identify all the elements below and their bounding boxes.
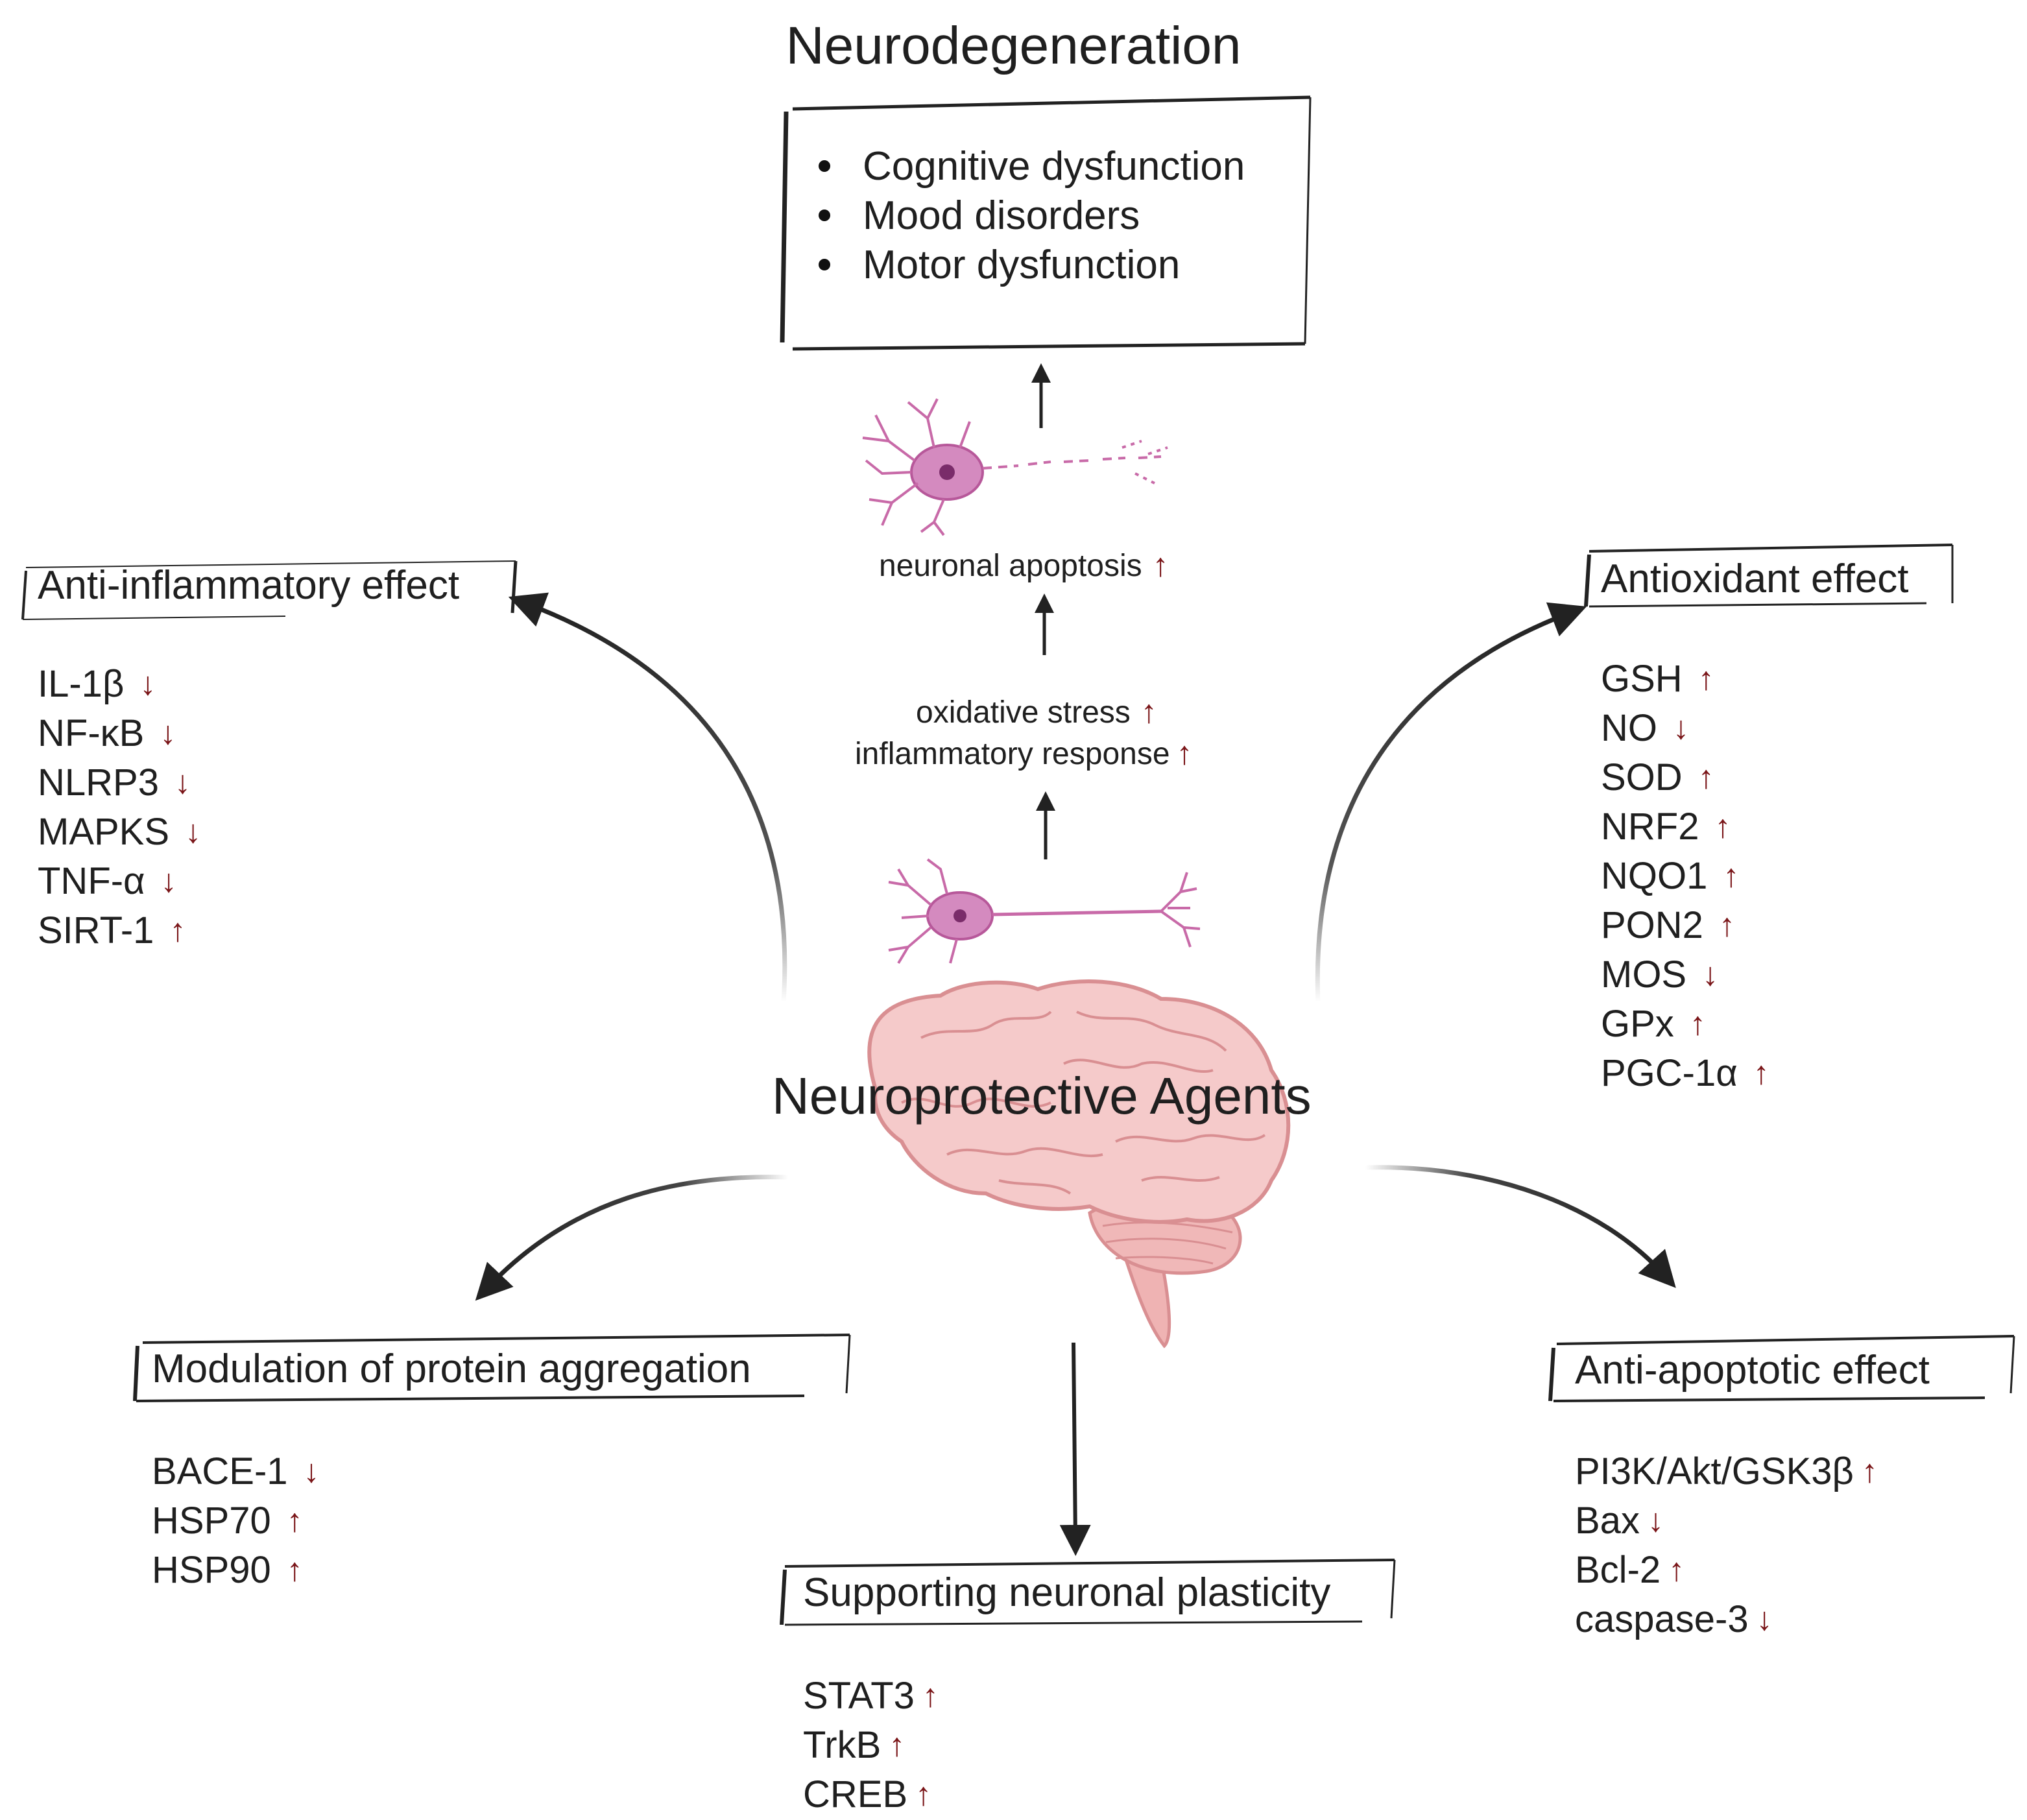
- list-item: GSH↑: [1601, 657, 1714, 700]
- up-arrow-icon: ↑: [1140, 693, 1157, 730]
- center-label: Neuroprotective Agents: [772, 1067, 1312, 1125]
- anti-apoptotic-title: Anti-apoptotic effect: [1575, 1348, 1930, 1393]
- down-arrow-icon: ↓: [185, 813, 202, 850]
- apoptosis-label: neuronal apoptosis↑: [879, 547, 1169, 583]
- up-arrow-icon: ↑: [1668, 1551, 1685, 1588]
- list-item: PON2↑: [1601, 904, 1735, 946]
- list-item: HSP70↑: [152, 1499, 303, 1542]
- healthy-neuron-illustration: [888, 858, 1201, 964]
- damaged-neuron-illustration: [862, 398, 1168, 536]
- plasticity-title-box: [780, 1559, 1396, 1626]
- up-arrow-icon: ↑: [1723, 857, 1740, 894]
- up-arrow-icon: ↑: [1861, 1453, 1878, 1489]
- down-arrow-icon: ↓: [303, 1453, 320, 1489]
- bullet-icon: [819, 160, 830, 172]
- arrow-to-plasticity: [1059, 1342, 1091, 1556]
- up-arrow-icon: ↑: [169, 912, 186, 948]
- up-arrow-icon: ↑: [1176, 735, 1193, 771]
- antioxidant-title: Antioxidant effect: [1601, 557, 1909, 601]
- list-item: PGC-1α↑: [1601, 1051, 1769, 1094]
- protein-aggregation-title: Modulation of protein aggregation: [152, 1347, 751, 1391]
- list-item: NF-κB↓: [38, 712, 176, 754]
- up-arrow-icon: ↑: [1152, 547, 1169, 583]
- arrow-to-anti-inflammatory: [508, 592, 787, 1003]
- down-arrow-icon: ↓: [139, 665, 156, 702]
- up-arrow-icon: ↑: [1697, 759, 1714, 795]
- anti-inflammatory-list: IL-1β↓ NF-κB↓ NLRP3↓ MAPKS↓ TNF-α↓ SIRT-…: [38, 659, 201, 955]
- anti-inflammatory-title-box: [21, 560, 518, 620]
- list-item: MOS↓: [1601, 953, 1719, 996]
- arrow-to-anti-apoptotic: [1365, 1165, 1676, 1288]
- list-item: Bax↓: [1575, 1499, 1664, 1542]
- down-arrow-icon: ↓: [160, 715, 176, 751]
- list-item: GPx↑: [1601, 1002, 1706, 1045]
- neurodegeneration-box: [780, 95, 1312, 351]
- arrow-to-protein-aggregation: [475, 1175, 789, 1301]
- list-item: Bcl-2↑: [1575, 1548, 1685, 1591]
- plasticity-title: Supporting neuronal plasticity: [803, 1570, 1331, 1615]
- inflammation-label: inflammatory response↑: [855, 735, 1193, 771]
- list-item: BACE-1↓: [152, 1450, 320, 1492]
- anti-inflammatory-title: Anti-inflammatory effect: [38, 563, 460, 608]
- symptom-list: Cognitive dysfunction Mood disorders Mot…: [819, 141, 1245, 289]
- up-arrow-icon: ↑: [286, 1551, 303, 1588]
- page-title: Neurodegeneration: [786, 16, 1241, 75]
- list-item: TrkB↑: [803, 1723, 906, 1766]
- list-item: Mood disorders: [819, 191, 1245, 240]
- list-item: Cognitive dysfunction: [819, 141, 1245, 191]
- up-arrow-icon: ↑: [1697, 660, 1714, 697]
- down-arrow-icon: ↓: [1673, 710, 1689, 746]
- antioxidant-list: GSH↑ NO↓ SOD↑ NRF2↑ NQO1↑ PON2↑ MOS↓ GPx…: [1601, 654, 1769, 1097]
- arrow-to-antioxidant: [1315, 602, 1587, 1003]
- list-item: NLRP3↓: [38, 761, 191, 804]
- stress-label: oxidative stress↑: [916, 693, 1157, 730]
- antioxidant-title-box: [1584, 544, 1954, 608]
- anti-apoptotic-list: PI3K/Akt/GSK3β↑ Bax↓ Bcl-2↑ caspase-3↓: [1575, 1446, 1878, 1644]
- down-arrow-icon: ↓: [1702, 956, 1719, 992]
- list-item: caspase-3↓: [1575, 1598, 1773, 1640]
- down-arrow-icon: ↓: [1647, 1502, 1664, 1539]
- list-item: Motor dysfunction: [819, 240, 1245, 289]
- down-arrow-icon: ↓: [160, 863, 177, 899]
- up-arrow-icon: ↑: [286, 1502, 303, 1539]
- protein-aggregation-list: BACE-1↓ HSP70↑ HSP90↑: [152, 1446, 320, 1594]
- up-arrow-icon: ↑: [1714, 808, 1731, 844]
- list-item: PI3K/Akt/GSK3β↑: [1575, 1450, 1878, 1492]
- list-item: MAPKS↓: [38, 810, 202, 853]
- anti-apoptotic-title-box: [1548, 1335, 2015, 1402]
- up-arrow-icon: ↑: [1689, 1005, 1706, 1042]
- list-item: IL-1β↓: [38, 662, 156, 705]
- list-item: HSP90↑: [152, 1548, 303, 1591]
- down-arrow-icon: ↓: [174, 764, 191, 800]
- bullet-icon: [819, 259, 830, 270]
- protein-aggregation-title-box: [133, 1334, 851, 1402]
- up-arrow-icon: ↑: [1753, 1055, 1769, 1091]
- list-item: SIRT-1↑: [38, 909, 186, 952]
- list-item: NQO1↑: [1601, 854, 1740, 897]
- up-arrow-icon: ↑: [922, 1677, 939, 1714]
- bullet-icon: [819, 210, 830, 221]
- list-item: CREB↑: [803, 1773, 932, 1815]
- list-item: NRF2↑: [1601, 805, 1731, 848]
- up-arrow-icon: ↑: [915, 1776, 932, 1812]
- brain-illustration: [867, 979, 1291, 1348]
- list-item: SOD↑: [1601, 756, 1714, 798]
- down-arrow-icon: ↓: [1756, 1601, 1773, 1637]
- list-item: TNF-α↓: [38, 859, 177, 902]
- list-item: NO↓: [1601, 706, 1689, 749]
- plasticity-list: STAT3↑ TrkB↑ CREB↑: [803, 1671, 939, 1819]
- up-arrow-icon: ↑: [1718, 907, 1735, 943]
- list-item: STAT3↑: [803, 1674, 939, 1717]
- up-arrow-icon: ↑: [889, 1727, 906, 1763]
